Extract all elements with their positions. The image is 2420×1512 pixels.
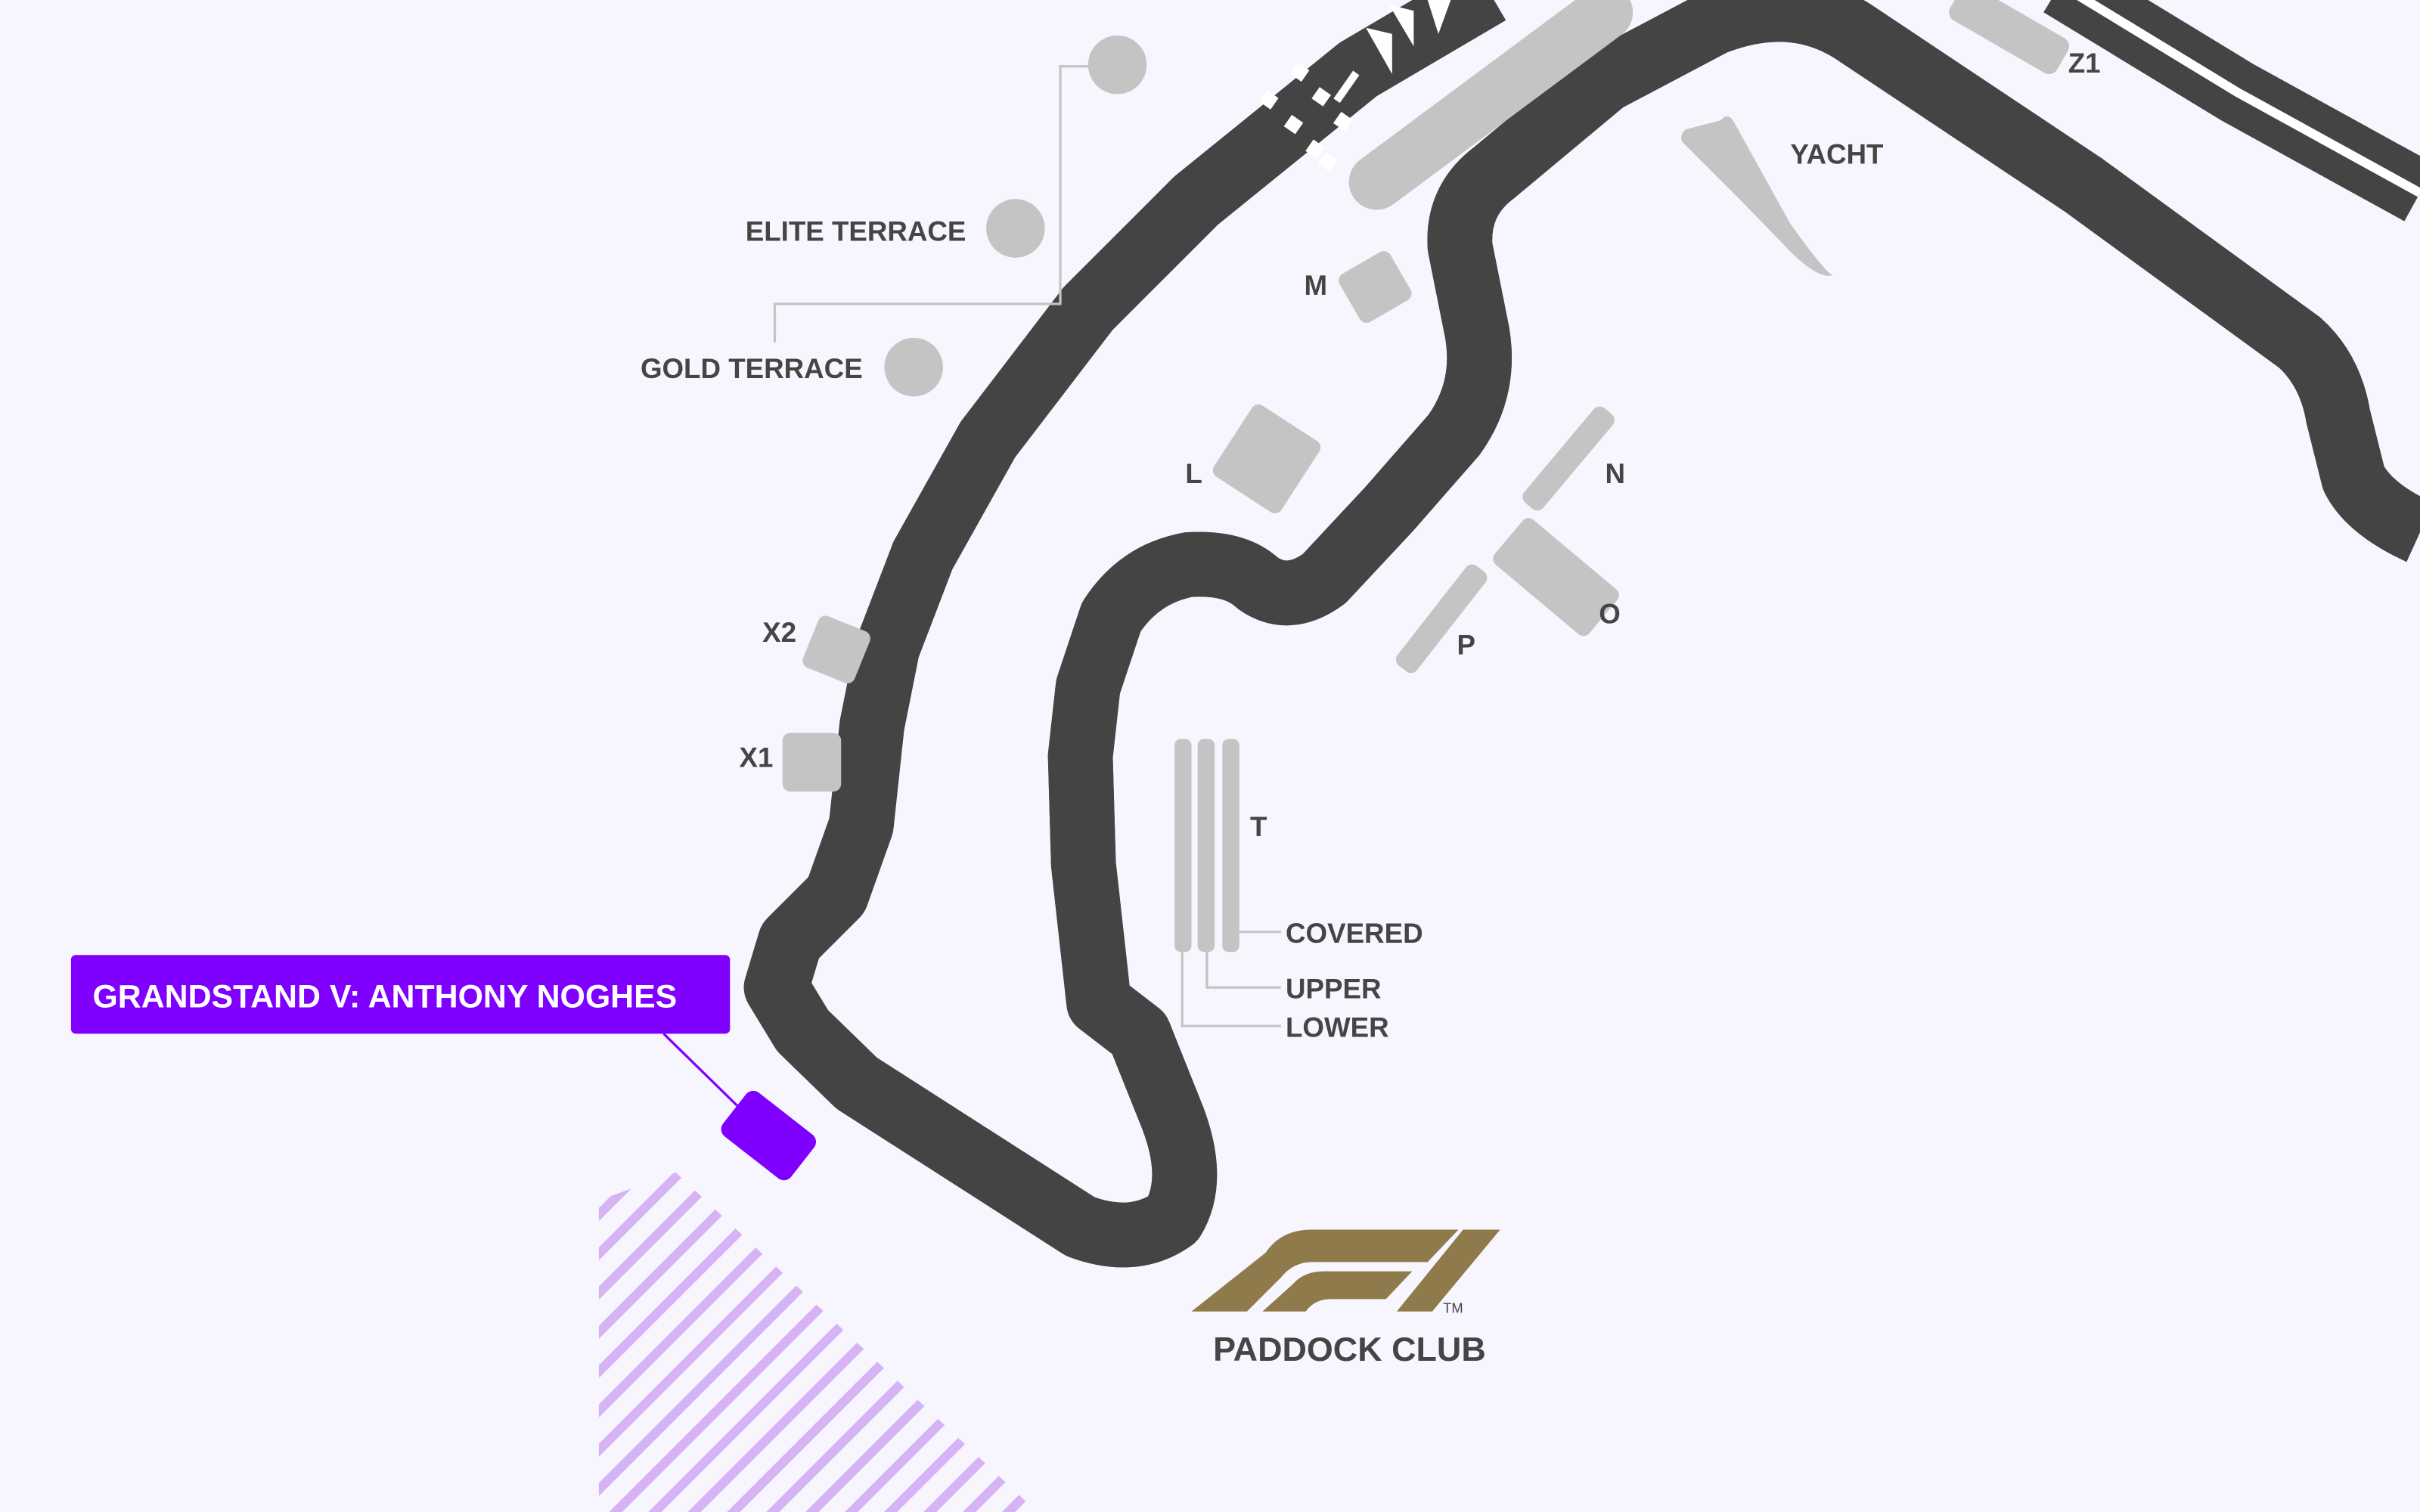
grandstand-z1 [1949,0,2070,75]
grandstand-yacht [1681,116,1834,276]
f1-logo: TM [1191,1229,1500,1316]
grandstand-x2 [802,615,870,683]
checkered-flag-icon [1259,62,1353,172]
callout-label: GRANDSTAND V: ANTHONY NOGHES [92,979,677,1015]
restricted-hatched-area [598,1173,1038,1512]
label-t: T [1250,811,1267,842]
label-l: L [1185,458,1202,489]
trademark: TM [1443,1300,1463,1316]
grandstand-o [1493,518,1619,637]
label-x2: X2 [762,617,796,648]
label-elite-terrace: ELITE TERRACE [746,215,966,246]
grandstand-main-straight [1348,0,1634,210]
label-n: N [1605,458,1625,489]
label-t-upper: UPPER [1286,973,1382,1004]
label-z1: Z1 [2068,48,2101,79]
terrace-elite[interactable] [986,199,1045,258]
grandstand-t-covered [1222,739,1239,953]
label-m: M [1304,270,1327,301]
grandstand-p [1395,564,1488,674]
grandstand-t-upper [1197,739,1215,953]
label-o: O [1599,598,1621,629]
label-p: P [1457,629,1476,660]
label-t-covered: COVERED [1286,918,1423,949]
grandstand-m [1339,251,1412,324]
paddock-club-label[interactable]: PADDOCK CLUB [1213,1330,1486,1368]
label-gold-terrace: GOLD TERRACE [641,353,863,384]
terrace-marker-top [1087,35,1147,94]
label-yacht: YACHT [1790,138,1884,169]
terrace-gold[interactable] [884,337,943,397]
grandstand-n [1522,406,1615,511]
label-t-lower: LOWER [1286,1012,1389,1043]
grandstand-v-selected[interactable] [718,1087,820,1184]
grandstand-t-lower [1174,739,1192,953]
grandstand-l [1212,404,1321,514]
grandstand-x1 [782,733,842,792]
race-track [743,0,2420,1235]
label-x1: X1 [740,742,774,773]
direction-chevron-icon [1333,0,1451,104]
selected-callout[interactable]: GRANDSTAND V: ANTHONY NOGHES [70,955,731,1034]
